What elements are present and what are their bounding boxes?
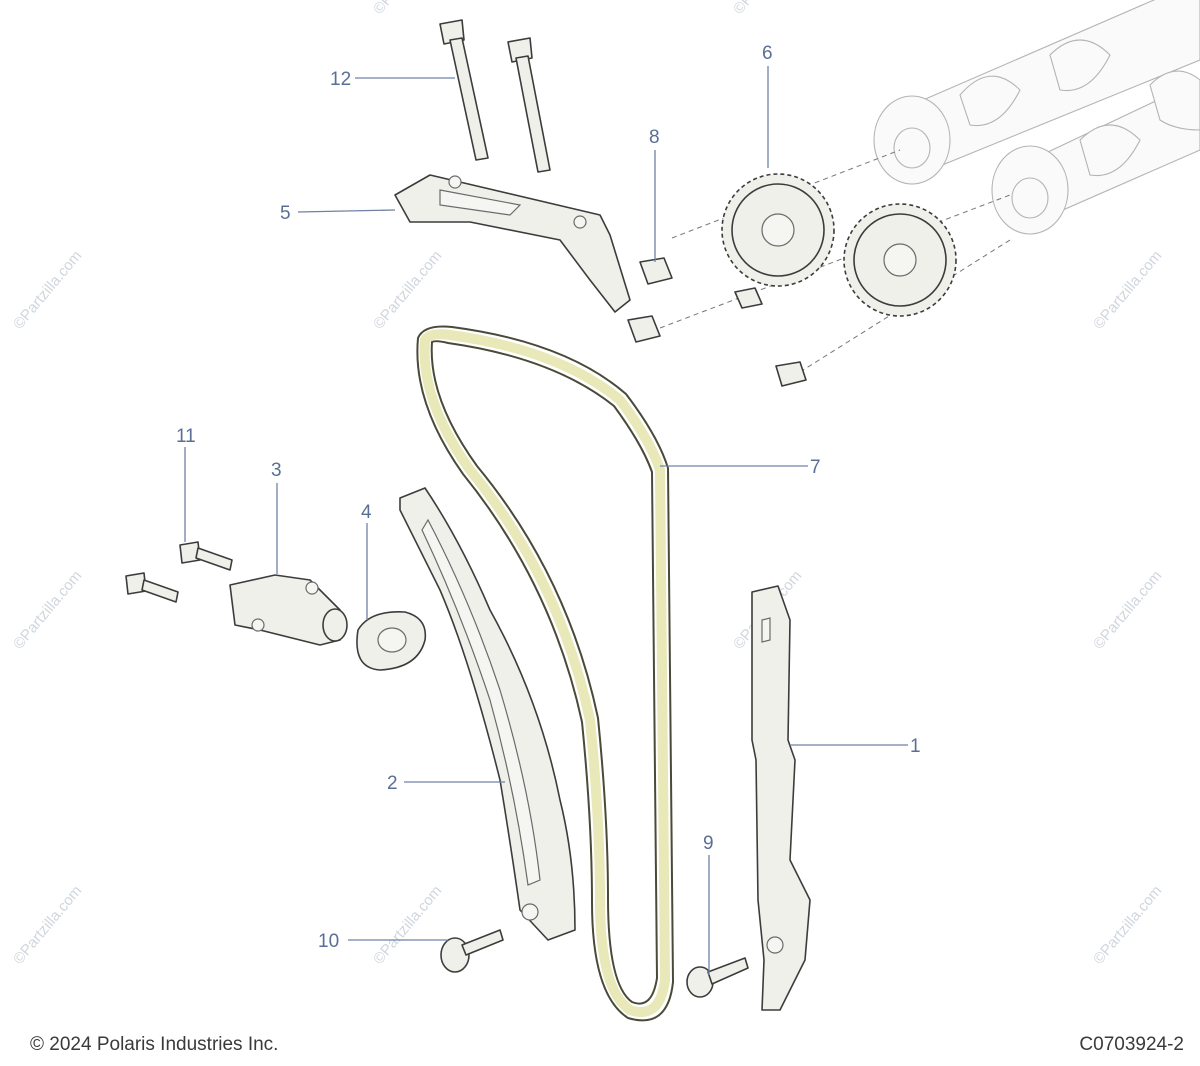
pivot-bolt-9 xyxy=(686,957,749,998)
tensioner-blade-2 xyxy=(399,487,576,941)
watermark: ©Partzilla.com xyxy=(10,882,85,967)
callout-12: 12 xyxy=(330,69,351,90)
camshafts-ghost xyxy=(873,0,1200,235)
watermark: ©Partzilla.com xyxy=(370,882,445,967)
sprocket-6 xyxy=(721,173,957,317)
callout-5: 5 xyxy=(280,203,291,224)
bolt-12 xyxy=(439,19,551,173)
watermark: ©Partzilla.com xyxy=(1090,882,1165,967)
watermark: ©Partzilla.com xyxy=(1090,567,1165,652)
callout-2: 2 xyxy=(387,773,398,794)
watermark: ©Partzilla.com xyxy=(370,247,445,332)
watermark: ©Partzilla.com xyxy=(370,0,445,18)
timing-chain-7 xyxy=(416,325,675,1022)
assembly-lines xyxy=(659,149,1011,373)
callout-8: 8 xyxy=(649,127,660,148)
callout-4: 4 xyxy=(361,502,372,523)
callout-1: 1 xyxy=(910,736,921,757)
callout-3: 3 xyxy=(271,460,282,481)
callout-10: 10 xyxy=(318,931,339,952)
watermark: ©Partzilla.com xyxy=(10,567,85,652)
callout-numbers: 12 5 6 8 7 11 3 4 1 2 9 10 xyxy=(176,43,921,952)
tensioner-3 xyxy=(229,574,348,646)
gasket-4 xyxy=(356,611,427,671)
copyright-text: © 2024 Polaris Industries Inc. xyxy=(30,1034,279,1055)
watermark: ©Partzilla.com xyxy=(10,247,85,332)
callout-9: 9 xyxy=(703,833,714,854)
pivot-bolt-10 xyxy=(440,929,504,973)
upper-chain-guide-5 xyxy=(394,174,631,313)
callout-7: 7 xyxy=(810,457,821,478)
watermark: ©Partzilla.com xyxy=(1090,247,1165,332)
flange-bolt-8 xyxy=(627,257,807,387)
fixed-guide-1 xyxy=(751,585,811,1011)
watermark: ©Partzilla.com xyxy=(730,0,805,18)
callout-11: 11 xyxy=(176,426,196,447)
leader-lines xyxy=(184,66,908,975)
figure-code: C0703924-2 xyxy=(1079,1034,1184,1055)
bolt-11 xyxy=(125,541,233,603)
callout-6: 6 xyxy=(762,43,773,64)
